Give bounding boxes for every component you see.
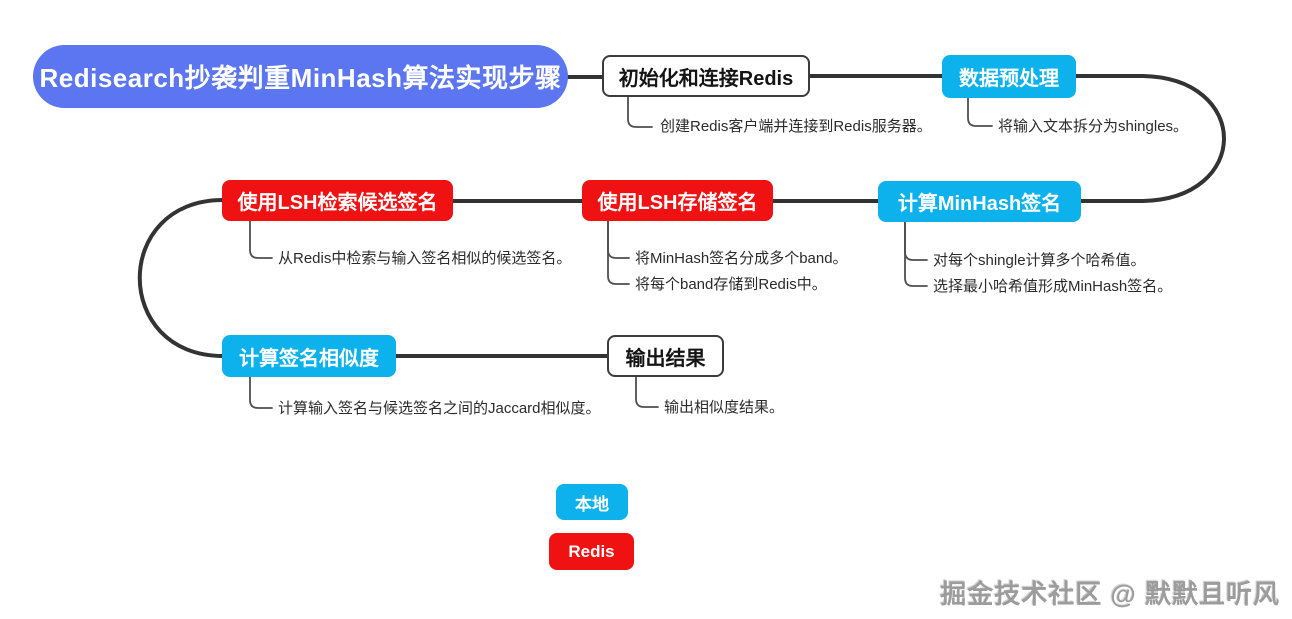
root-node-title[interactable]: Redisearch抄袭判重MinHash算法实现步骤 <box>33 45 568 108</box>
connector-retrieve-similarity-curve <box>137 198 225 358</box>
note-init-redis[interactable]: 创建Redis客户端并连接到Redis服务器。 <box>660 118 932 135</box>
node-compute-similarity[interactable]: 计算签名相似度 <box>222 335 396 377</box>
node-data-preprocess[interactable]: 数据预处理 <box>942 55 1076 98</box>
note-line-similarity <box>249 376 273 409</box>
note-compute-minhash-2[interactable]: 选择最小哈希值形成MinHash签名。 <box>933 278 1173 295</box>
note-line-minhash-1 <box>904 220 928 261</box>
node-lsh-retrieve[interactable]: 使用LSH检索候选签名 <box>222 180 453 221</box>
note-lsh-store-1[interactable]: 将MinHash签名分成多个band。 <box>635 250 848 267</box>
note-line-store-1 <box>607 220 630 259</box>
node-lsh-store[interactable]: 使用LSH存储签名 <box>582 180 773 221</box>
note-line-store-2 <box>607 220 630 285</box>
note-lsh-store-2[interactable]: 将每个band存储到Redis中。 <box>635 276 827 293</box>
legend-redis-chip[interactable]: Redis <box>549 533 634 570</box>
node-output-result[interactable]: 输出结果 <box>607 335 724 377</box>
note-data-preprocess[interactable]: 将输入文本拆分为shingles。 <box>998 118 1189 135</box>
watermark: 掘金技术社区 @ 默默且听风 <box>940 579 1280 609</box>
connector-preprocess-minhash-curve <box>1074 74 1226 203</box>
note-line-minhash-2 <box>904 220 928 287</box>
note-compute-minhash-1[interactable]: 对每个shingle计算多个哈希值。 <box>933 252 1146 269</box>
note-line-retrieve <box>249 220 273 259</box>
note-line-init <box>627 96 653 128</box>
note-line-preprocess <box>967 97 993 127</box>
note-line-output <box>635 375 659 408</box>
note-compute-similarity[interactable]: 计算输入签名与候选签名之间的Jaccard相似度。 <box>278 400 601 417</box>
legend-local-chip[interactable]: 本地 <box>556 484 628 520</box>
note-output-result[interactable]: 输出相似度结果。 <box>664 399 785 416</box>
note-lsh-retrieve[interactable]: 从Redis中检索与输入签名相似的候选签名。 <box>278 250 572 267</box>
node-compute-minhash[interactable]: 计算MinHash签名 <box>878 181 1081 222</box>
node-init-redis[interactable]: 初始化和连接Redis <box>602 55 810 97</box>
